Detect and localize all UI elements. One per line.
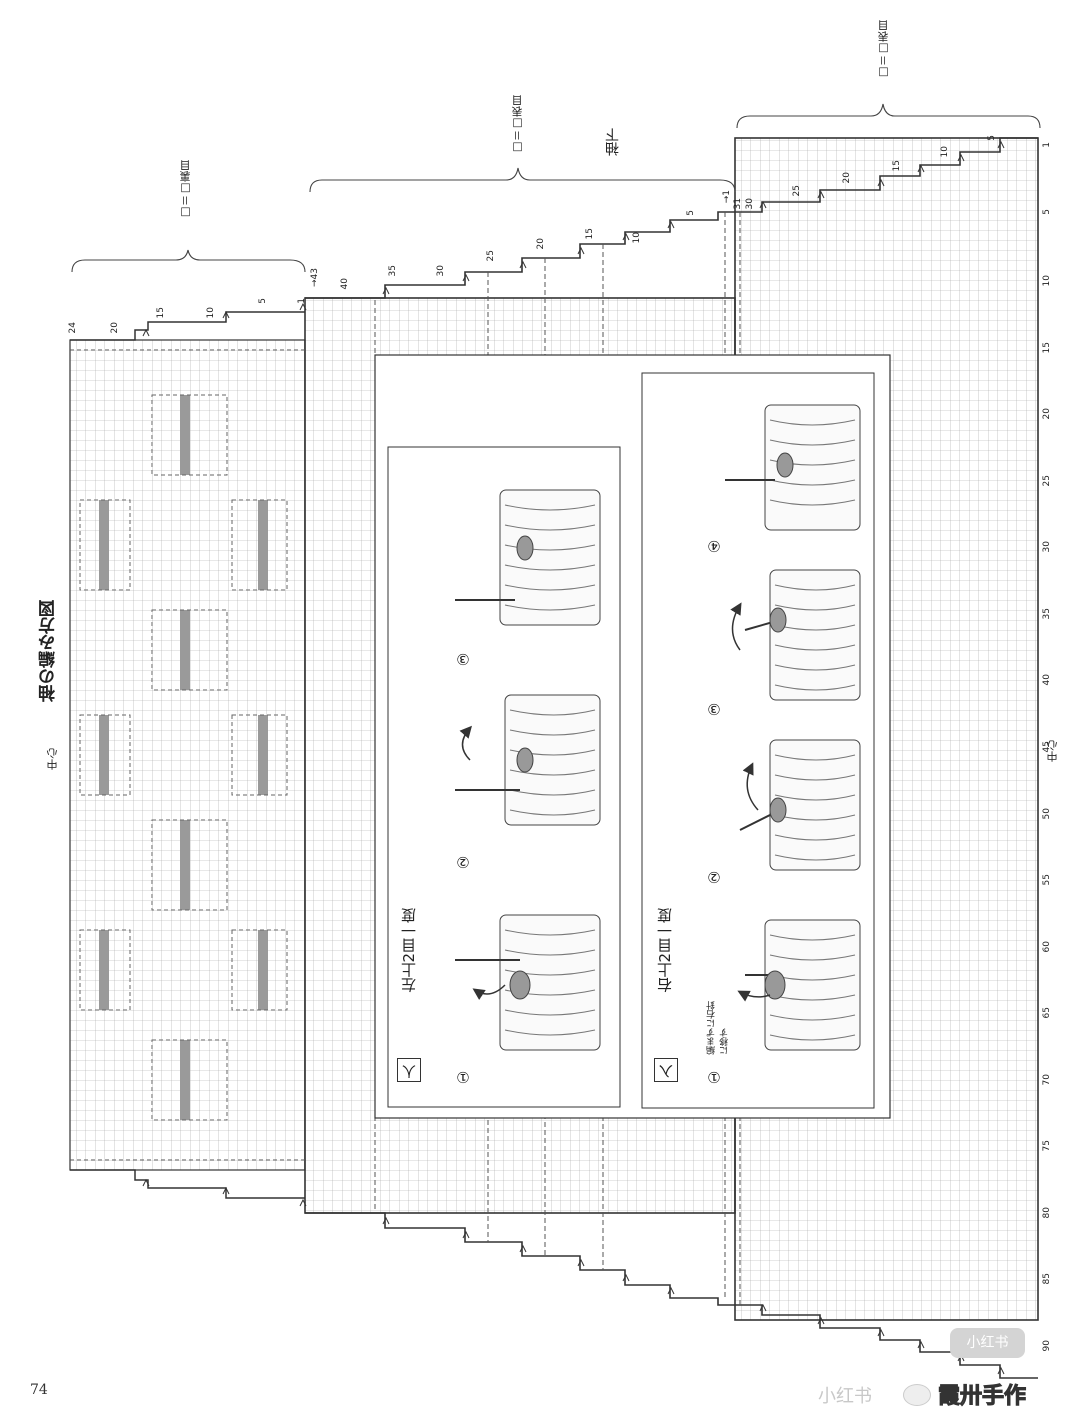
stitch-number: 35 [1042, 607, 1052, 620]
box1-step-3: ③ [454, 650, 472, 668]
row-mark-m15: 15 [585, 228, 595, 240]
row-mark-25: 25 [486, 250, 496, 262]
page-title: 袖の編み方図 [39, 600, 59, 702]
row-mark-35: 35 [388, 265, 398, 277]
row-mark-40: 40 [340, 278, 350, 290]
middle-step-outline [305, 211, 735, 299]
row-mark-m20: 20 [536, 238, 546, 250]
row-mark-r31: 31 [733, 198, 743, 210]
box1-title: 左上2目一度 [400, 908, 418, 993]
box2-title: 右上2目一度 [656, 908, 674, 993]
watermark-text: 小红书 [818, 1386, 872, 1407]
legend-right: □＝□表目 [877, 20, 890, 79]
row-mark-5: 5 [258, 298, 268, 304]
box2-symbol: 入 [654, 1058, 678, 1082]
row-mark-r20: 20 [842, 172, 852, 184]
row-mark-r15: 15 [892, 160, 902, 172]
row-mark-1: 1 [297, 298, 307, 304]
box2-note: 編まずに右針に移す [707, 1001, 730, 1055]
row-mark-20: 20 [110, 322, 120, 334]
stitch-number: 15 [1042, 341, 1052, 354]
row-mark-arrow-1: →1 [722, 190, 732, 204]
stitch-number: 90 [1042, 1340, 1052, 1352]
cable-blocks [99, 395, 268, 1120]
row-mark-r30: 30 [745, 198, 755, 210]
stitch-number: 60 [1042, 940, 1052, 953]
box2-step-1: ① [705, 1068, 723, 1086]
row-mark-24: 24 [68, 322, 78, 334]
row-mark-30: 30 [436, 265, 446, 277]
right-step-outline-bottom [735, 1304, 1038, 1379]
row-mark-r10: 10 [940, 146, 950, 158]
row-mark-r25: 25 [792, 185, 802, 197]
wechat-icon [903, 1384, 931, 1406]
stitch-number: 55 [1042, 874, 1052, 886]
watermark-badge: 小红书 [950, 1328, 1025, 1358]
illustrations-box2 [725, 404, 861, 1051]
stitch-number: 80 [1042, 1206, 1052, 1219]
cable-dashes [79, 394, 288, 1121]
watermark-account: 霞卅手作 [937, 1384, 1027, 1410]
illustrations-box1 [455, 489, 601, 1051]
box1-step-1: ① [454, 1068, 472, 1086]
stitch-number: 1 [1042, 142, 1052, 148]
braces [71, 103, 1041, 273]
stitch-number: 75 [1042, 1140, 1052, 1152]
row-mark-arrow-43: →43 [310, 268, 320, 287]
page-number: 74 [30, 1382, 48, 1398]
box2-step-4: ④ [705, 537, 723, 555]
stitch-number: 85 [1042, 1273, 1052, 1285]
stitch-number: 70 [1042, 1073, 1052, 1086]
legend-middle: □＝□表目 [511, 95, 524, 154]
box1-step-2: ② [454, 853, 472, 871]
row-mark-r5: 5 [987, 135, 997, 141]
row-mark-m5: 5 [686, 210, 696, 216]
right-step-outline [735, 137, 1038, 213]
stitch-number: 30 [1042, 541, 1052, 553]
stitch-number: 50 [1042, 807, 1052, 819]
middle-step-outline-bottom [305, 1212, 735, 1306]
row-mark-15: 15 [156, 307, 166, 319]
stitch-number: 10 [1042, 275, 1052, 287]
stitch-number: 25 [1042, 474, 1052, 487]
legend-left: □＝□裏目 [179, 160, 192, 219]
stitch-number: 45 [1042, 741, 1052, 753]
stitch-number: 40 [1042, 674, 1052, 686]
center-label-top: 中心 [46, 748, 59, 770]
sleeve-under-label: 袖下 [605, 128, 621, 156]
left-step-outline [70, 311, 305, 341]
row-mark-m10: 10 [632, 232, 642, 244]
stitch-number: 5 [1042, 208, 1052, 215]
stitch-number: 20 [1042, 408, 1052, 420]
box1-symbol: 人 [397, 1058, 421, 1082]
row-mark-10: 10 [206, 307, 216, 319]
box2-step-3: ③ [705, 700, 723, 718]
left-step-outline-bottom [70, 1169, 305, 1199]
stitch-number: 65 [1042, 1007, 1052, 1019]
box2-step-2: ② [705, 868, 723, 886]
